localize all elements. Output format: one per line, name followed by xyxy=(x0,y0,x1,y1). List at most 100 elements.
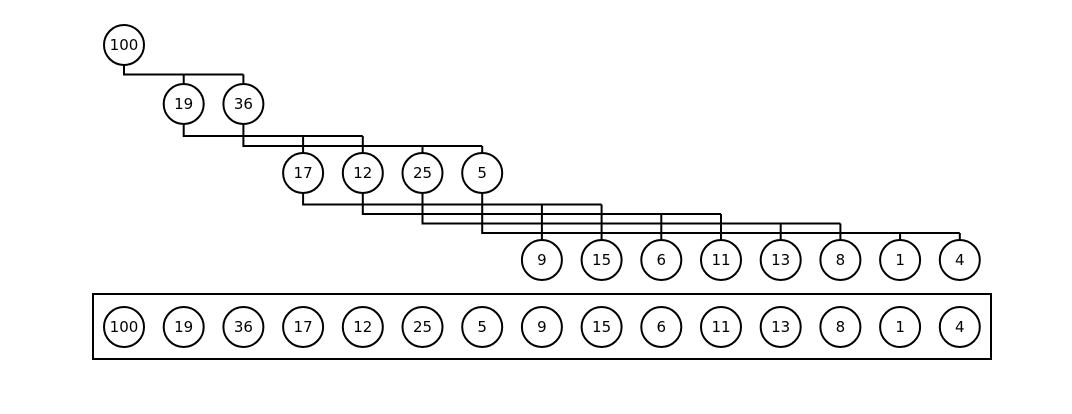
node-circle xyxy=(938,306,981,348)
edge-from-36 xyxy=(242,124,484,153)
node-label: 9 xyxy=(537,251,547,269)
node-circle xyxy=(222,83,265,125)
node-label: 19 xyxy=(174,95,193,113)
tree-node-11: 11 xyxy=(700,239,742,281)
tree-node-15: 15 xyxy=(580,239,623,281)
edge-from-25 xyxy=(421,193,842,240)
node-circle xyxy=(938,239,981,281)
edge-from-19 xyxy=(182,124,364,153)
node-label: 19 xyxy=(174,318,193,336)
node-label: 4 xyxy=(955,251,965,269)
array-cell-4: 12 xyxy=(341,306,384,348)
node-circle xyxy=(162,83,205,125)
tree-node-36: 36 xyxy=(222,83,265,125)
node-label: 8 xyxy=(836,251,846,269)
node-circle xyxy=(580,306,623,348)
node-circle xyxy=(401,306,444,348)
tree-nodes: 100 19 36 17 12 25 5 9 15 6 11 13 8 1 4 xyxy=(103,24,981,281)
node-circle xyxy=(282,152,325,194)
array-cell-10: 11 xyxy=(700,306,742,348)
array-cell-5: 25 xyxy=(401,306,444,348)
tree-edges xyxy=(123,65,961,240)
edge-from-5 xyxy=(481,193,961,240)
node-label: 8 xyxy=(836,318,846,336)
node-circle xyxy=(640,306,683,348)
edge-from-17 xyxy=(302,193,603,240)
tree-node-1: 1 xyxy=(879,239,922,281)
node-label: 36 xyxy=(234,318,253,336)
tree-node-100: 100 xyxy=(103,24,145,66)
node-circle xyxy=(103,306,145,348)
node-circle xyxy=(222,306,265,348)
node-circle xyxy=(700,239,742,281)
array-cell-9: 6 xyxy=(640,306,683,348)
node-circle xyxy=(759,306,802,348)
array-cell-6: 5 xyxy=(461,306,504,348)
tree-node-9: 9 xyxy=(520,239,563,281)
array-cell-2: 36 xyxy=(222,306,265,348)
tree-node-6: 6 xyxy=(640,239,683,281)
array-cell-0: 100 xyxy=(103,306,145,348)
tree-node-8: 8 xyxy=(819,239,862,281)
node-label: 25 xyxy=(413,164,432,182)
tree-node-13: 13 xyxy=(759,239,802,281)
node-label: 36 xyxy=(234,95,253,113)
node-circle xyxy=(759,239,802,281)
node-label: 25 xyxy=(413,318,432,336)
tree-node-19: 19 xyxy=(162,83,205,125)
node-circle xyxy=(520,239,563,281)
node-circle xyxy=(282,306,325,348)
array-cell-12: 8 xyxy=(819,306,862,348)
tree-node-25: 25 xyxy=(401,152,444,194)
node-label: 13 xyxy=(771,251,790,269)
node-label: 12 xyxy=(353,164,372,182)
node-label: 11 xyxy=(711,318,730,336)
node-label: 1 xyxy=(895,251,905,269)
node-circle xyxy=(879,306,922,348)
node-label: 13 xyxy=(771,318,790,336)
node-circle xyxy=(461,152,504,194)
array-cell-13: 1 xyxy=(879,306,922,348)
edge-from-12 xyxy=(361,193,722,240)
node-circle xyxy=(401,152,444,194)
node-label: 100 xyxy=(110,36,139,54)
array-cell-11: 13 xyxy=(759,306,802,348)
node-circle xyxy=(341,306,384,348)
node-circle xyxy=(162,306,205,348)
node-label: 12 xyxy=(353,318,372,336)
node-label: 5 xyxy=(477,318,487,336)
tree-node-17: 17 xyxy=(282,152,325,194)
node-label: 9 xyxy=(537,318,547,336)
array-cell-1: 19 xyxy=(162,306,205,348)
tree-node-5: 5 xyxy=(461,152,504,194)
array-row: 100 19 36 17 12 25 5 9 15 6 11 13 8 1 4 xyxy=(103,306,981,348)
tree-node-12: 12 xyxy=(341,152,384,194)
node-label: 17 xyxy=(294,164,313,182)
node-circle xyxy=(341,152,384,194)
node-label: 4 xyxy=(955,318,965,336)
node-label: 5 xyxy=(477,164,487,182)
node-label: 1 xyxy=(895,318,905,336)
array-cell-3: 17 xyxy=(282,306,325,348)
node-circle xyxy=(640,239,683,281)
edge-from-100 xyxy=(123,65,245,84)
array-cell-7: 9 xyxy=(520,306,563,348)
node-label: 11 xyxy=(711,251,730,269)
node-circle xyxy=(580,239,623,281)
array-cell-8: 15 xyxy=(580,306,623,348)
node-label: 6 xyxy=(657,318,667,336)
node-circle xyxy=(819,306,862,348)
node-label: 15 xyxy=(592,318,611,336)
node-label: 15 xyxy=(592,251,611,269)
node-label: 100 xyxy=(110,318,139,336)
array-cell-14: 4 xyxy=(938,306,981,348)
node-circle xyxy=(520,306,563,348)
node-label: 6 xyxy=(657,251,667,269)
node-circle xyxy=(103,24,145,66)
node-circle xyxy=(879,239,922,281)
node-circle xyxy=(700,306,742,348)
node-circle xyxy=(819,239,862,281)
tree-node-4: 4 xyxy=(938,239,981,281)
node-label: 17 xyxy=(294,318,313,336)
